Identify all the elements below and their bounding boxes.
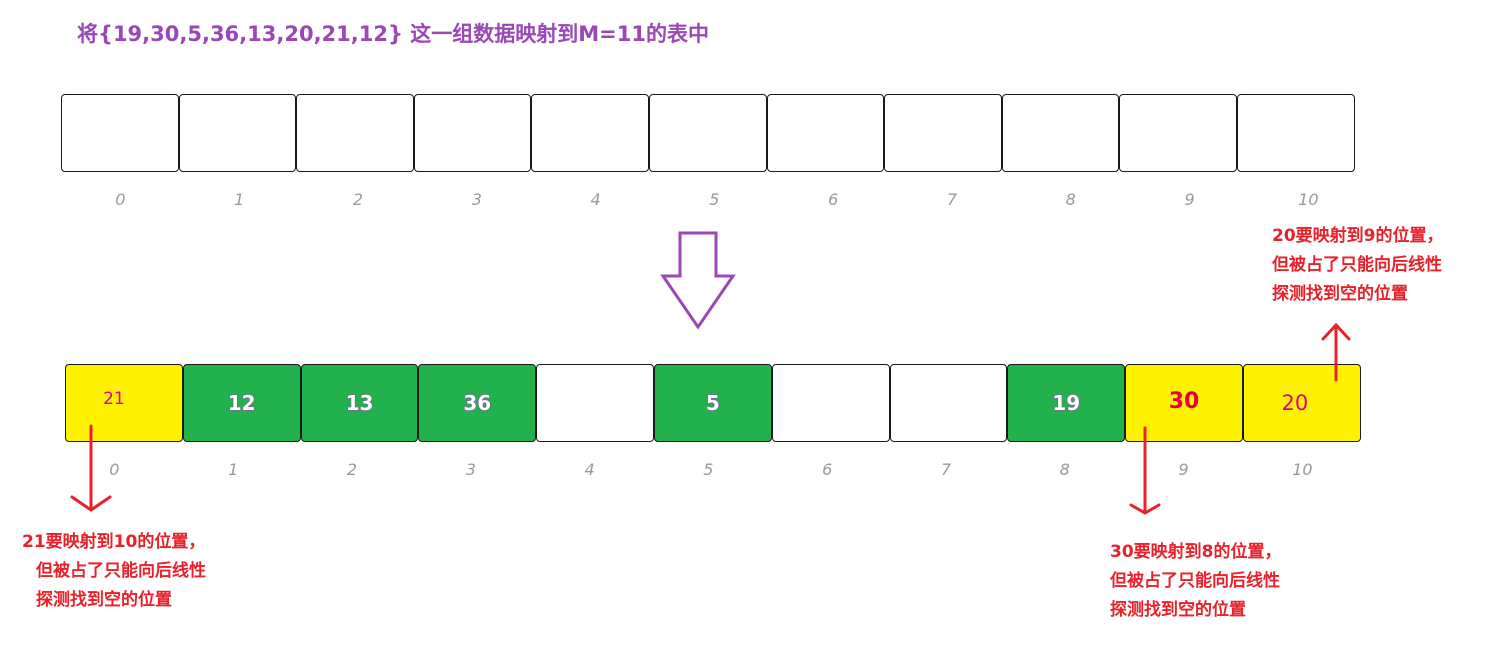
cell-value: 30 xyxy=(1168,388,1200,414)
bottom-index-label: 8 xyxy=(1059,460,1070,479)
bottom-cell-10: 20 xyxy=(1242,364,1361,442)
top-cell-1 xyxy=(178,94,297,172)
cell-value: 19 xyxy=(1052,391,1081,416)
bottom-index-label: 4 xyxy=(584,460,595,479)
top-index-labels: 0 1 2 3 4 5 6 7 8 9 10 xyxy=(61,190,1368,209)
bottom-index-label: 3 xyxy=(465,460,476,479)
bottom-index-label: 1 xyxy=(228,460,239,479)
arrow-30-icon xyxy=(1129,426,1161,515)
bottom-index-label: 5 xyxy=(703,460,714,479)
note-20: 20要映射到9的位置， 但被占了只能向后线性 探测找到空的位置 xyxy=(1272,222,1444,309)
bottom-index-label: 2 xyxy=(346,460,358,479)
top-cell-4 xyxy=(531,94,649,172)
arrow-20-icon xyxy=(1321,322,1351,382)
top-cell-10 xyxy=(1236,94,1355,172)
top-cell-2 xyxy=(296,94,414,172)
top-index-label: 1 xyxy=(234,190,245,209)
bottom-cell-2: 13 xyxy=(300,364,419,442)
bottom-cell-3: 36 xyxy=(418,364,537,442)
diagram-title: 将{19,30,5,36,13,20,21,12} 这一组数据映射到M=11的表… xyxy=(77,22,709,46)
bottom-cell-6 xyxy=(771,364,890,442)
note-line: 但被占了只能向后线性 xyxy=(36,560,206,581)
note-line: 但被占了只能向后线性 xyxy=(1110,570,1280,591)
top-cell-8 xyxy=(1001,94,1120,172)
top-index-label: 0 xyxy=(115,190,126,209)
bottom-cell-1: 12 xyxy=(182,364,301,442)
top-cell-3 xyxy=(413,94,532,172)
note-line: 21要映射到10的位置， xyxy=(22,532,206,552)
top-cell-9 xyxy=(1119,94,1237,172)
cell-value: 20 xyxy=(1281,391,1309,415)
bottom-index-labels: 0 1 2 3 4 5 6 7 8 9 10 xyxy=(55,460,1362,479)
note-line: 探测找到空的位置 xyxy=(1110,599,1246,620)
top-index-label: 9 xyxy=(1184,190,1195,209)
note-21: 21要映射到10的位置， 但被占了只能向后线性 探测找到空的位置 xyxy=(22,528,206,615)
cell-value: 36 xyxy=(463,391,492,416)
top-index-label: 4 xyxy=(590,190,601,209)
bottom-index-label: 6 xyxy=(822,460,833,479)
bottom-cell-7 xyxy=(889,364,1008,442)
bottom-cell-0: 21 xyxy=(65,364,183,442)
top-cell-5 xyxy=(648,94,767,172)
note-line: 探测找到空的位置 xyxy=(1272,283,1408,304)
top-index-label: 5 xyxy=(709,190,720,209)
cell-value: 13 xyxy=(345,391,374,416)
top-index-label: 2 xyxy=(352,190,364,209)
note-line: 30要映射到8的位置， xyxy=(1110,542,1282,562)
arrow-21-icon xyxy=(70,424,112,512)
bottom-index-label: 10 xyxy=(1292,460,1313,479)
top-cell-0 xyxy=(61,94,179,172)
top-index-label: 3 xyxy=(471,190,482,209)
note-line: 探测找到空的位置 xyxy=(36,589,172,610)
top-cell-7 xyxy=(884,94,1002,172)
filled-hash-table: 21 12 13 36 5 19 30 20 xyxy=(65,364,1361,442)
cell-value: 21 xyxy=(103,389,125,409)
note-line: 20要映射到9的位置， xyxy=(1272,226,1444,246)
down-arrow-icon xyxy=(660,231,736,330)
top-index-label: 6 xyxy=(828,190,839,209)
top-index-label: 7 xyxy=(946,190,958,209)
top-cell-6 xyxy=(766,94,885,172)
bottom-cell-4 xyxy=(536,364,654,442)
empty-hash-table xyxy=(61,94,1355,172)
bottom-cell-5: 5 xyxy=(653,364,772,442)
cell-value: 12 xyxy=(227,391,256,416)
cell-value: 5 xyxy=(705,391,720,416)
note-30: 30要映射到8的位置， 但被占了只能向后线性 探测找到空的位置 xyxy=(1110,538,1282,625)
bottom-cell-8: 19 xyxy=(1007,364,1126,442)
top-index-label: 8 xyxy=(1065,190,1076,209)
top-index-label: 10 xyxy=(1298,190,1319,209)
bottom-index-label: 7 xyxy=(940,460,952,479)
bottom-index-label: 0 xyxy=(109,460,120,479)
note-line: 但被占了只能向后线性 xyxy=(1272,254,1442,275)
bottom-index-label: 9 xyxy=(1178,460,1189,479)
